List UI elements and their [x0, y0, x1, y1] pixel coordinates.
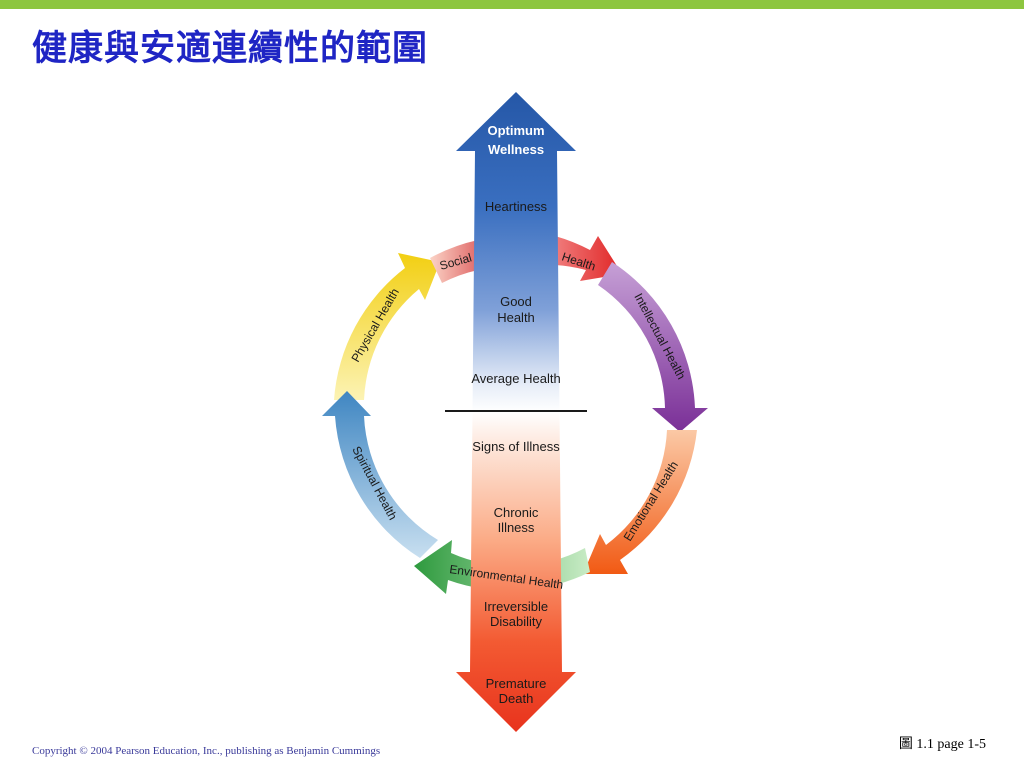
health-arrow: [555, 236, 622, 281]
premature-label: Premature: [486, 676, 547, 691]
chronic-label: Chronic: [494, 505, 539, 520]
emotional-health-arrow: [583, 430, 697, 574]
social-arrow: [430, 240, 478, 283]
irreversible-label: Irreversible: [484, 599, 548, 614]
illness-label: Illness: [498, 520, 535, 535]
wellness-label: Wellness: [488, 142, 544, 157]
physical-health-arrow: [334, 253, 440, 400]
copyright-notice: Copyright © 2004 Pearson Education, Inc.…: [32, 745, 381, 757]
disability-label: Disability: [490, 614, 543, 629]
spiritual-health-arrow: [322, 391, 438, 558]
top-accent-bar: [0, 0, 1024, 9]
heartiness-label: Heartiness: [485, 199, 548, 214]
intellectual-health-arrow: [598, 262, 708, 432]
good-health-label: Health: [497, 310, 535, 325]
figure-label: 圖 1.1 page 1-5: [898, 737, 986, 752]
page-title: 健康與安適連續性的範圍: [32, 29, 429, 69]
optimum-label: Optimum: [487, 123, 544, 138]
signs-of-illness-label: Signs of Illness: [472, 439, 560, 454]
average-health-label: Average Health: [471, 371, 560, 386]
death-label: Death: [499, 691, 534, 706]
good-label: Good: [500, 294, 532, 309]
